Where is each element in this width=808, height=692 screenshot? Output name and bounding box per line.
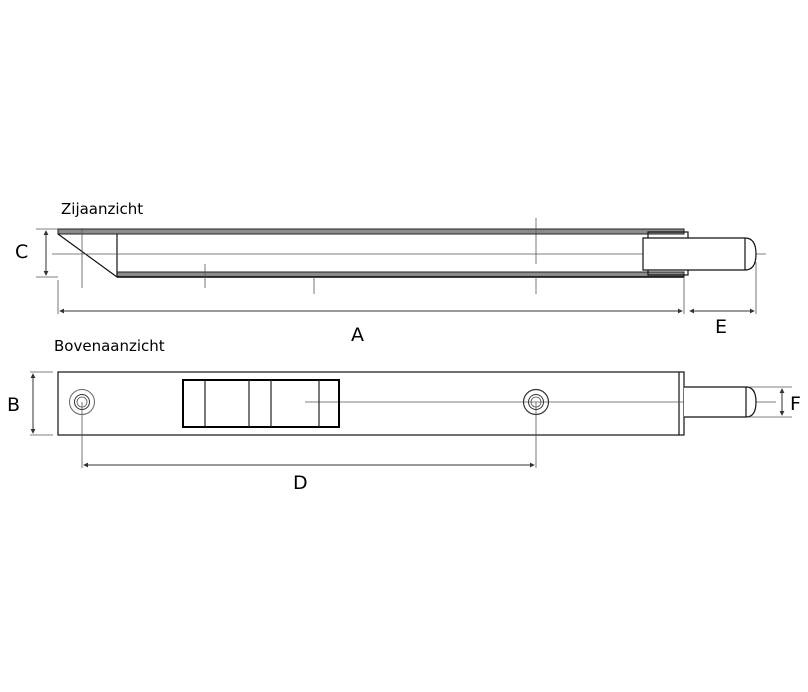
bolt-rod-top (684, 386, 757, 418)
top-view: Bovenaanzicht (7, 337, 801, 494)
dim-label-f: F (790, 393, 801, 415)
bottom-plate (116, 271, 685, 278)
dim-label-a: A (351, 324, 364, 346)
bolt-rod (642, 237, 757, 271)
slider-knob (182, 379, 340, 428)
dim-label-b: B (7, 394, 20, 416)
dim-label-c: C (15, 241, 28, 263)
dim-label-d: D (293, 472, 308, 494)
top-view-title: Bovenaanzicht (54, 337, 165, 355)
dim-label-e: E (715, 316, 727, 338)
side-view-title: Zijaanzicht (61, 200, 143, 218)
bolt-body (57, 371, 685, 436)
top-plate (57, 228, 685, 235)
bevel-edge (57, 233, 118, 278)
side-view: Zijaanzicht C A E (15, 200, 766, 346)
